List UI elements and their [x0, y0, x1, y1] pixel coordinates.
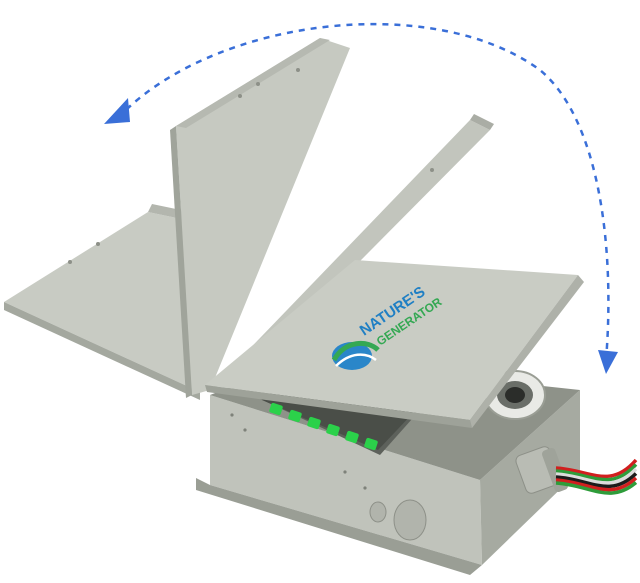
breaker-switch — [345, 430, 359, 444]
arrowhead-left-icon — [104, 98, 130, 124]
knockout-large — [393, 499, 427, 541]
wire-red — [555, 476, 638, 492]
globe-swoosh-icon — [331, 340, 380, 370]
wire-black — [555, 472, 638, 489]
breaker-switch — [269, 402, 283, 416]
wire-white — [555, 467, 638, 485]
wire-green — [555, 481, 638, 495]
wire-bundle — [555, 458, 638, 495]
breaker-switch — [307, 416, 321, 430]
rotation-arrow-icon — [104, 22, 618, 374]
center-door — [170, 38, 350, 398]
wire-red — [555, 458, 638, 479]
arrowhead-right-icon — [598, 350, 618, 374]
breaker-switch — [364, 437, 378, 451]
breaker-switch — [326, 423, 340, 437]
wire-green — [555, 463, 638, 482]
front-lid — [205, 260, 584, 428]
left-door — [4, 204, 200, 400]
breaker-switch — [288, 409, 302, 423]
knockout-small — [369, 501, 387, 523]
